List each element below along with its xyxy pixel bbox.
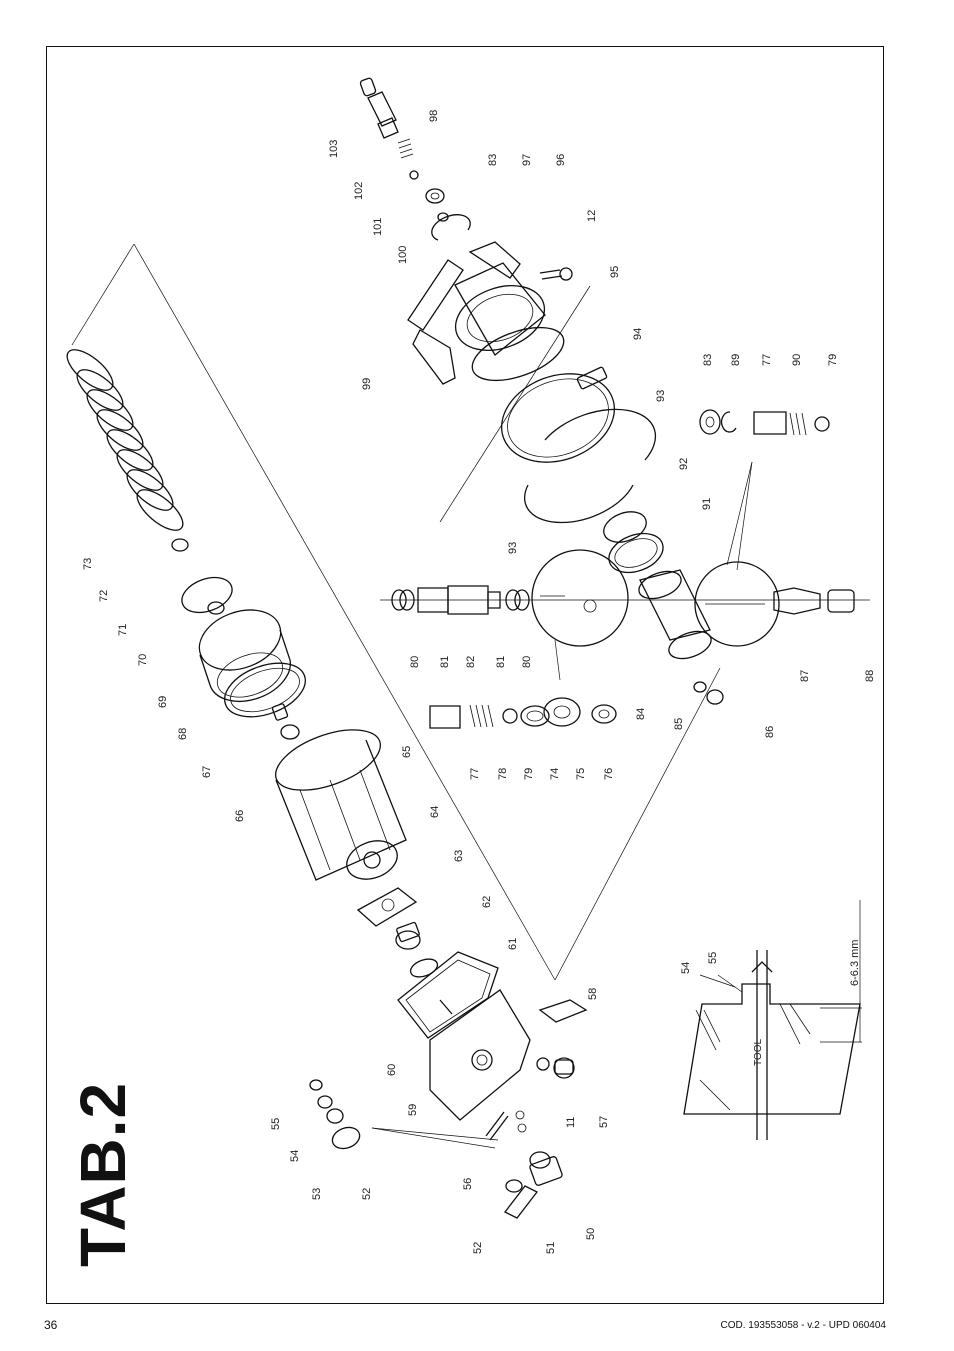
part-label: 60: [386, 1064, 398, 1076]
part-label: 79: [523, 768, 535, 780]
detail-label-55: 55: [707, 952, 719, 964]
part-label: 11: [565, 1117, 577, 1128]
part-label: 103: [328, 140, 340, 158]
part-label: 70: [137, 654, 149, 666]
part-label: 51: [545, 1242, 557, 1254]
part-number-labels: 103 102 98 101 100 83 97 96 12 95 99 94 …: [82, 110, 876, 1254]
part-label: 78: [497, 768, 509, 780]
part-label: 99: [361, 378, 373, 390]
part-label: 71: [117, 624, 129, 636]
right-valve-parts: [699, 409, 830, 436]
part-label: 50: [585, 1228, 597, 1240]
part-label: 83: [702, 354, 714, 366]
part-label: 81: [439, 656, 451, 668]
part-label: 58: [587, 988, 599, 1000]
main-body-assembly: [274, 729, 588, 1219]
part-label: 79: [827, 354, 839, 366]
part-label: 88: [864, 670, 876, 682]
detail-tool-label: TOOL: [753, 1039, 764, 1066]
part-label: 66: [234, 810, 246, 822]
part-label: 80: [409, 656, 421, 668]
part-label: 102: [353, 182, 365, 200]
part-label: 74: [549, 768, 561, 780]
assembly-guide-lines: [71, 243, 870, 1149]
part-label: 75: [575, 768, 587, 780]
part-label: 93: [655, 390, 667, 402]
part-label: 67: [201, 766, 213, 778]
part-label: 86: [764, 726, 776, 738]
part-label: 82: [465, 656, 477, 668]
part-label: 96: [555, 154, 567, 166]
part-label: 85: [673, 718, 685, 730]
part-label: 12: [586, 210, 598, 222]
part-label: 91: [701, 498, 713, 510]
axial-cartridge-assembly: [391, 549, 855, 705]
part-label: 83: [487, 154, 499, 166]
part-label: 93: [507, 542, 519, 554]
part-label: 98: [428, 110, 440, 122]
part-label: 80: [521, 656, 533, 668]
detail-cross-section: [683, 900, 862, 1140]
part-label: 72: [98, 590, 110, 602]
part-label: 62: [481, 896, 493, 908]
part-label: 100: [397, 246, 409, 264]
spring-cap-assembly: [66, 349, 306, 740]
detail-labels: 54 55 6-6.3 mm TOOL: [680, 940, 861, 1066]
part-label: 87: [799, 670, 811, 682]
part-label: 101: [372, 218, 384, 236]
part-label: 63: [453, 850, 465, 862]
part-label: 69: [157, 696, 169, 708]
part-label: 68: [177, 728, 189, 740]
page-number: 36: [44, 1318, 58, 1332]
part-label: 92: [678, 458, 690, 470]
part-label: 77: [469, 768, 481, 780]
part-label: 64: [429, 806, 441, 818]
detail-label-54: 54: [680, 962, 692, 974]
part-label: 94: [632, 328, 644, 340]
part-label: 55: [270, 1118, 282, 1130]
part-label: 52: [472, 1242, 484, 1254]
part-label: 57: [598, 1116, 610, 1128]
detail-dimension: 6-6.3 mm: [849, 940, 861, 986]
part-label: 59: [407, 1104, 419, 1116]
part-label: 61: [507, 938, 519, 950]
part-label: 89: [730, 354, 742, 366]
part-label: 84: [635, 708, 647, 720]
part-label: 73: [82, 558, 94, 570]
part-label: 54: [289, 1150, 301, 1162]
part-label: 53: [311, 1188, 323, 1200]
valve-body-assembly: [359, 77, 664, 574]
check-valve-parts: [429, 697, 617, 729]
drawing-frame: [46, 46, 884, 1304]
part-label: 95: [609, 266, 621, 278]
part-label: 65: [401, 746, 413, 758]
part-label: 90: [791, 354, 803, 366]
part-label: 76: [603, 768, 615, 780]
document-code: COD. 193553058 - v.2 - UPD 060404: [720, 1320, 886, 1331]
part-label: 97: [521, 154, 533, 166]
part-label: 77: [761, 354, 773, 366]
part-label: 56: [462, 1178, 474, 1190]
part-label: 81: [495, 656, 507, 668]
part-label: 52: [361, 1188, 373, 1200]
